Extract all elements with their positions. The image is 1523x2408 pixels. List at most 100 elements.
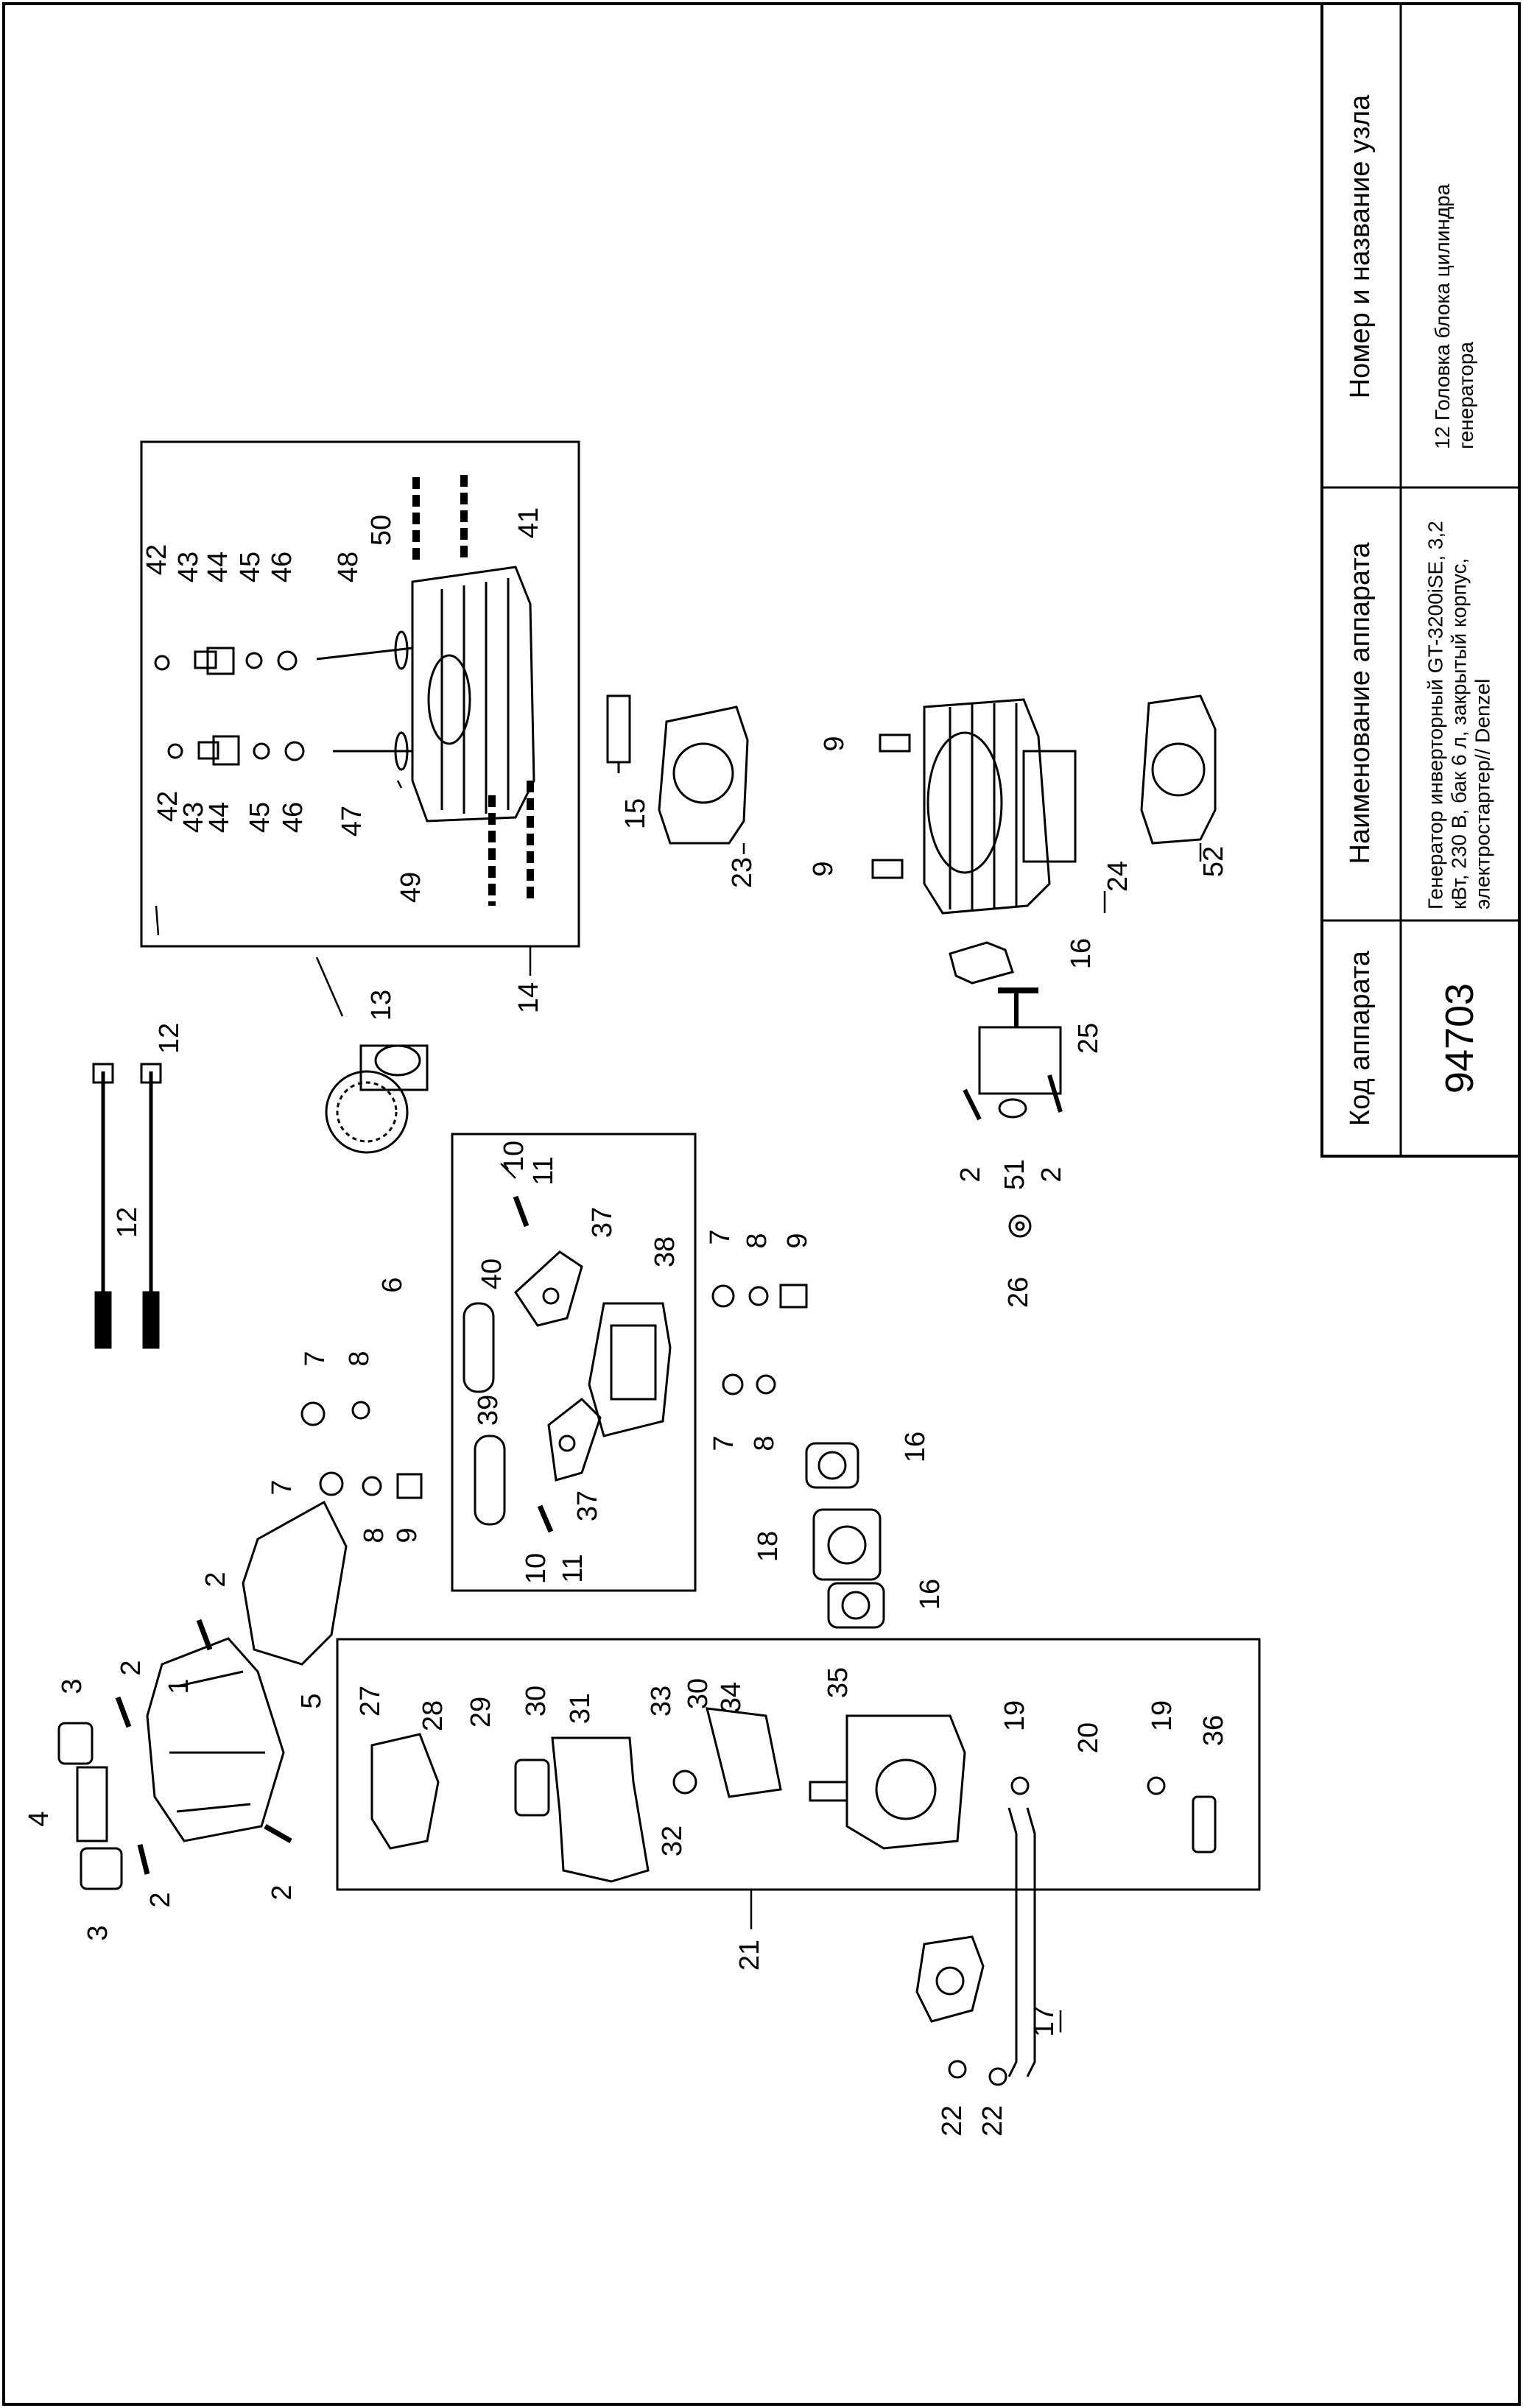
collar-4: [76, 1766, 108, 1842]
valve-cover-1: [146, 1637, 285, 1842]
dowel-pin-9-upper: [879, 733, 911, 753]
nut-22-lower: [988, 2067, 1007, 2086]
head-gasket-23: [658, 705, 749, 845]
callout-14: 14: [513, 982, 544, 1013]
callout-2: 2: [955, 1166, 986, 1182]
callout-9: 9: [782, 1233, 813, 1248]
bolt-2-tensioner-left: [963, 1088, 982, 1121]
callout-9: 9: [819, 736, 850, 751]
callout-16: 16: [1066, 938, 1097, 969]
bolt-2-cover-c: [137, 1844, 150, 1875]
group-box-rocker: [451, 1133, 697, 1592]
callout-24: 24: [1102, 861, 1133, 892]
callout-11: 11: [558, 1554, 588, 1583]
callout-10: 10: [521, 1553, 552, 1584]
cam-chain-tensioner-25: [978, 988, 1062, 1095]
callout-2: 2: [1036, 1166, 1067, 1182]
callout-45: 45: [235, 552, 266, 582]
adjust-screw-10-upper: [513, 1195, 530, 1228]
name-header: Наименование аппарата: [1345, 542, 1376, 865]
clamp-19-lower: [1147, 1776, 1166, 1795]
callout-8: 8: [344, 1351, 375, 1366]
callout-11: 11: [528, 1156, 559, 1185]
bolt-12-right: [140, 1063, 162, 1349]
callout-46: 46: [267, 552, 298, 582]
callout-15: 15: [620, 798, 651, 829]
callout-30: 30: [683, 1678, 714, 1709]
callout-17: 17: [1029, 2006, 1060, 2037]
gasket-16-lower: [827, 1582, 885, 1629]
callout-5: 5: [296, 1693, 327, 1708]
dowel-pin-9-lower: [871, 859, 904, 879]
callout-16: 16: [900, 1432, 931, 1462]
callout-51: 51: [999, 1159, 1030, 1190]
callout-13: 13: [366, 990, 397, 1021]
callout-33: 33: [646, 1686, 677, 1717]
callout-43: 43: [173, 552, 204, 582]
rocker-shaft-39: [474, 1434, 506, 1526]
callout-48: 48: [333, 552, 364, 582]
callout-9: 9: [392, 1527, 423, 1543]
fuel-hose-20: [1007, 1807, 1036, 2077]
sleeve-9-b: [396, 1473, 423, 1499]
carb-cover-27: [370, 1733, 440, 1850]
callout-27: 27: [355, 1686, 386, 1717]
bolt-2-cover-a: [196, 1619, 213, 1651]
head-studs-49: [488, 781, 534, 906]
cylinder-head-41: [411, 566, 535, 823]
callout-44: 44: [204, 802, 235, 833]
spark-plug-15: [606, 694, 631, 773]
callout-32: 32: [657, 1826, 688, 1856]
callout-35: 35: [823, 1667, 854, 1698]
valve-47: [333, 731, 412, 771]
leader-lines: [155, 780, 1202, 2032]
gasket-16-tensioner: [949, 941, 1014, 985]
bracket-34: [706, 1707, 782, 1798]
washer-8-b: [756, 1374, 776, 1395]
carburetor-35: [809, 1714, 966, 1850]
callout-26: 26: [1003, 1277, 1034, 1308]
nut-7-c: [300, 1401, 326, 1426]
damper-3-upper: [57, 1722, 94, 1765]
title-block-frame: [1320, 2, 1521, 1158]
bolt-2-tensioner-right: [1047, 1074, 1063, 1113]
valve-48: [316, 630, 413, 670]
code-value: 94703: [1437, 982, 1482, 1094]
callout-29: 29: [465, 1697, 496, 1728]
callout-42: 42: [152, 791, 183, 822]
rocker-arm-37-lower: [547, 1398, 602, 1482]
callout-7: 7: [267, 1479, 298, 1495]
code-header: Код аппарата: [1345, 950, 1376, 1127]
callout-25: 25: [1073, 1023, 1104, 1054]
clamp-19-upper: [1010, 1776, 1030, 1795]
washer-8-c: [351, 1401, 370, 1420]
callout-19: 19: [1147, 1700, 1178, 1731]
plug-26: [1008, 1214, 1032, 1238]
valve-spring-set-lower: [167, 735, 305, 766]
rocker-arm-37-upper: [514, 1250, 583, 1327]
callout-6: 6: [377, 1277, 408, 1292]
callout-8: 8: [359, 1527, 390, 1543]
nut-22-upper: [948, 2060, 967, 2079]
intake-flange-17: [915, 1935, 985, 2023]
callout-2: 2: [200, 1571, 231, 1587]
callout-45: 45: [245, 802, 275, 833]
head-studs-50: [412, 475, 468, 560]
washer-8-d: [362, 1476, 382, 1496]
callout-2: 2: [267, 1884, 298, 1900]
bolt-12-left: [92, 1063, 114, 1349]
rocker-shaft-40: [462, 1302, 495, 1393]
callout-3: 3: [57, 1678, 88, 1694]
gasket-16-upper: [805, 1442, 859, 1489]
nut-7-a: [711, 1284, 735, 1308]
callout-43: 43: [178, 802, 209, 833]
callout-36: 36: [1198, 1715, 1229, 1746]
callout-7: 7: [705, 1229, 736, 1245]
unit-value: 12 Головка блока цилиндра генератора: [1430, 183, 1477, 449]
callout-42: 42: [141, 544, 172, 575]
bolt-2-cover-b: [115, 1696, 132, 1728]
unit-header: Номер и название узла: [1345, 94, 1376, 399]
callout-37: 37: [572, 1490, 603, 1521]
